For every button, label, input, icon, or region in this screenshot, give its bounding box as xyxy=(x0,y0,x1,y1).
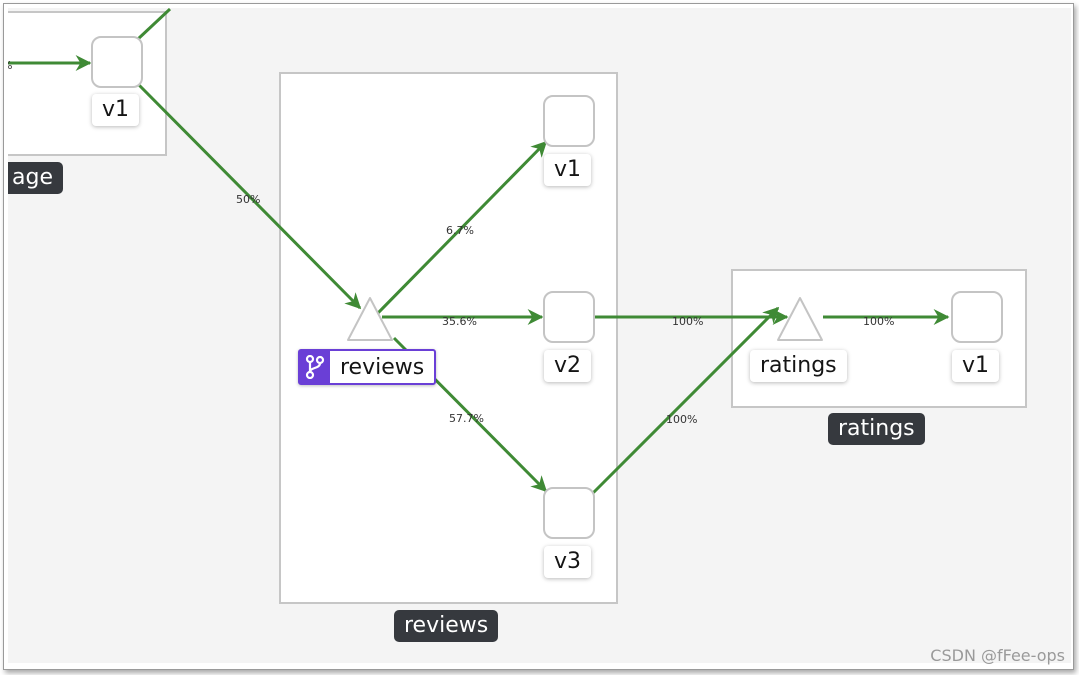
edge-label-reviews-to-v1: 6.7% xyxy=(446,224,474,237)
reviews-service-label: reviews xyxy=(340,354,425,380)
ratings-box-label[interactable]: ratings xyxy=(828,413,925,445)
reviews-v3-node[interactable] xyxy=(543,487,595,539)
edge-productpage-v1-up[interactable] xyxy=(136,8,172,41)
reviews-v3-label: v3 xyxy=(544,546,592,578)
code-branch-glyph xyxy=(305,355,325,379)
ratings-v1-label: v1 xyxy=(952,350,1000,382)
edge-label-ratings-to-v1: 100% xyxy=(863,315,894,328)
reviews-box-label[interactable]: reviews xyxy=(394,610,499,642)
productpage-box-label[interactable]: age xyxy=(8,162,63,194)
reviews-service-node[interactable] xyxy=(347,297,393,341)
productpage-v1-label: v1 xyxy=(92,94,140,126)
service-graph: % 50% 6.7% 35.6% 57.7% 100% 100% 100% xyxy=(8,8,1027,604)
edge-v3-to-ratings[interactable] xyxy=(591,306,780,495)
code-branch-icon xyxy=(300,350,330,384)
ratings-service-label: ratings xyxy=(750,350,847,382)
reviews-v2-node[interactable] xyxy=(543,291,595,343)
edge-label-left-partial: % xyxy=(8,59,12,72)
productpage-v1-node[interactable] xyxy=(91,36,143,88)
edge-label-productpage-to-reviews: 50% xyxy=(236,193,260,206)
reviews-virtual-service-badge[interactable]: reviews xyxy=(298,349,437,385)
graph-canvas[interactable]: % 50% 6.7% 35.6% 57.7% 100% 100% 100% v1… xyxy=(8,8,1071,663)
reviews-v2-label: v2 xyxy=(544,350,592,382)
edge-label-v3-to-ratings: 100% xyxy=(666,413,697,426)
reviews-v1-node[interactable] xyxy=(543,95,595,147)
edge-label-reviews-to-v2: 35.6% xyxy=(442,315,477,328)
edge-label-reviews-to-v3: 57.7% xyxy=(449,412,484,425)
watermark: CSDN @fFee-ops xyxy=(930,646,1065,665)
edge-productpage-to-reviews[interactable] xyxy=(136,82,362,310)
reviews-v1-label: v1 xyxy=(544,154,592,186)
edge-label-v2-to-ratings: 100% xyxy=(672,315,703,328)
ratings-service-node[interactable] xyxy=(777,297,823,341)
ratings-v1-node[interactable] xyxy=(951,291,1003,343)
edge-reviews-to-v1[interactable] xyxy=(376,140,548,315)
